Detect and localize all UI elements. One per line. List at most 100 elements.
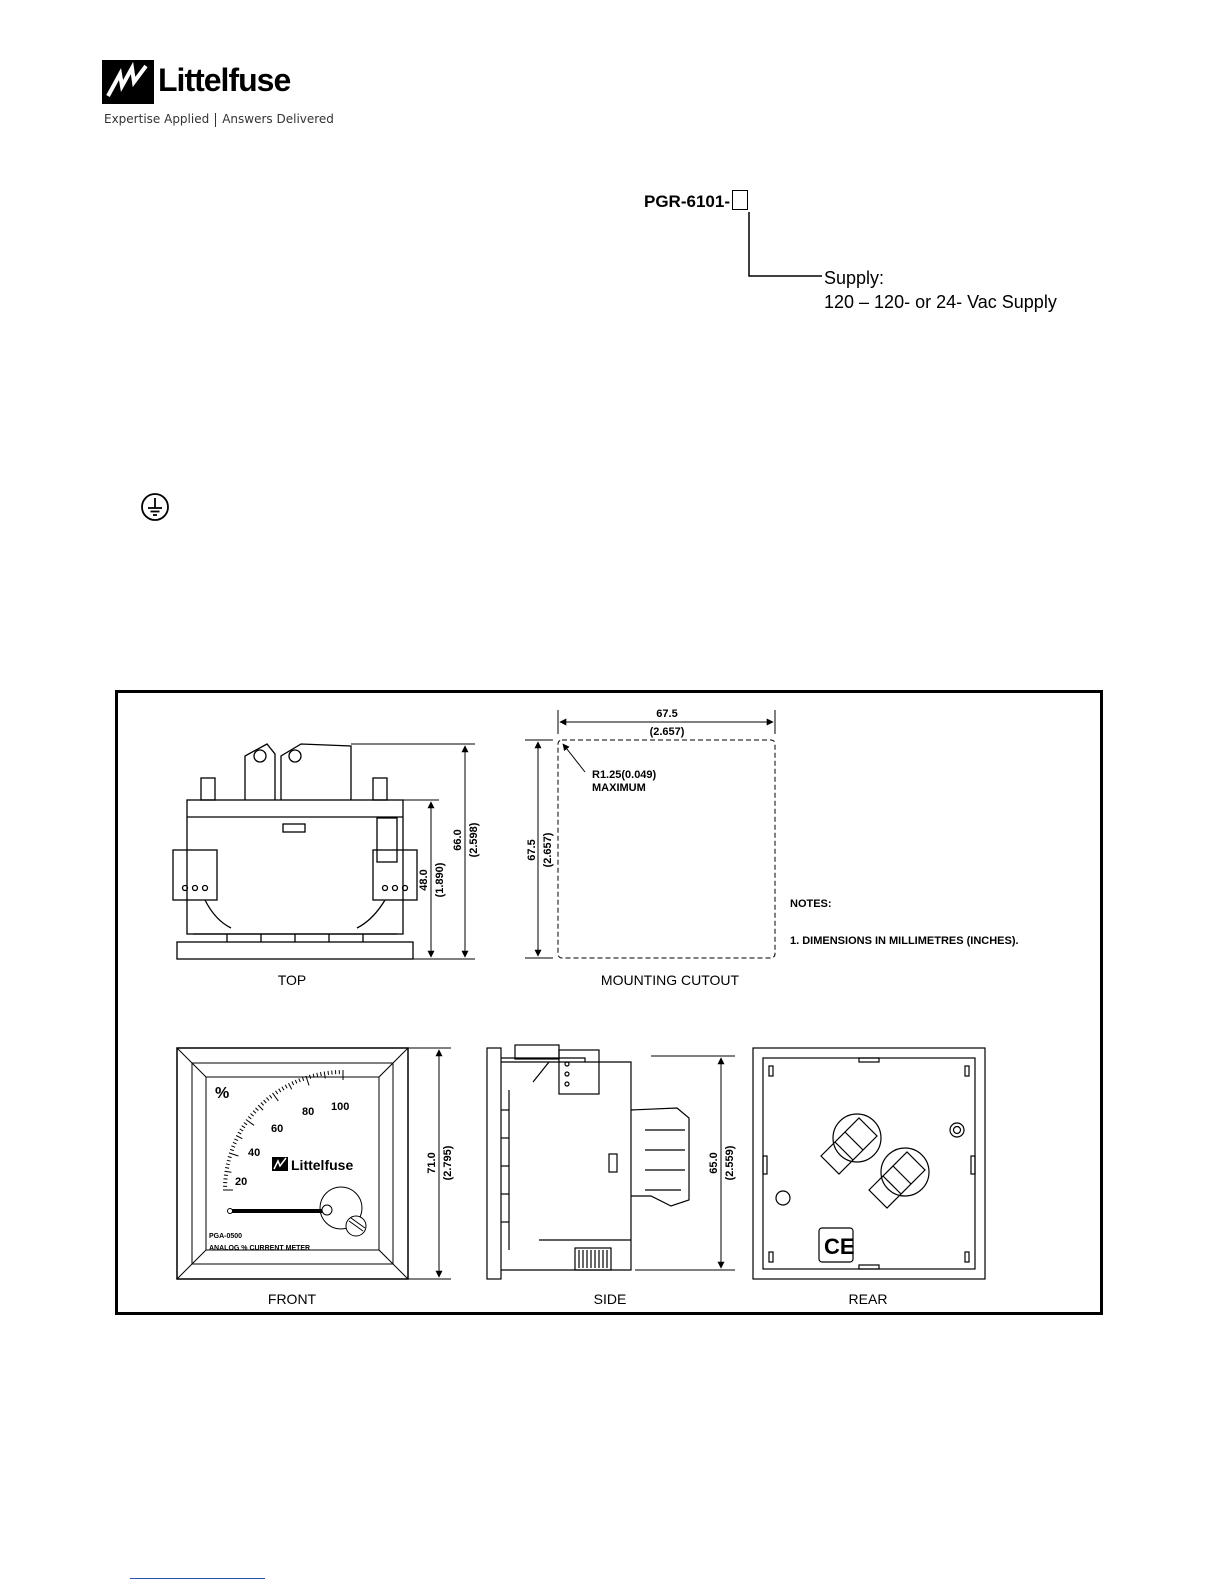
meter-brand: Littelfuse [291,1157,353,1173]
tagline-left: Expertise Applied [104,112,210,126]
scale-tick [231,1145,236,1148]
scale-tick [223,1174,228,1176]
note-1: 1. DIMENSIONS IN MILLIMETRES (INCHES). [790,935,1019,947]
meter-brand-icon [272,1157,288,1171]
scale-tick [288,1082,293,1090]
option-box [731,190,748,210]
label-mounting-cutout: MOUNTING CUTOUT [601,972,740,988]
notes-title: NOTES: [790,898,832,910]
top-height-mm: 48.0 [418,869,430,890]
dimension-drawing: 48.0 (1.890) 66.0 (2.598) TOP 67.5 (2.65… [115,690,1103,1315]
scale-tick [269,1094,273,1099]
supply-callout: Supply: 120 – 120- or 24- Vac Supply [824,266,1057,314]
label-side: SIDE [594,1291,627,1307]
scale-tick [284,1084,288,1089]
top-view [172,743,418,960]
cutout-height-mm: 67.5 [526,839,538,860]
zero-adjust-dial [319,1186,363,1230]
scale-20: 20 [235,1176,247,1188]
side-view [486,1044,690,1280]
scale-80: 80 [302,1106,314,1118]
scale-tick [225,1163,230,1166]
brand-name: Littelfuse [158,62,291,98]
scale-tick [312,1073,315,1078]
front-view [176,1047,409,1280]
meter-scale-ticks [223,1070,344,1191]
scale-tick [250,1113,254,1117]
scale-tick [327,1070,329,1075]
scale-tick [320,1072,322,1077]
mounting-cutout [525,710,776,959]
scale-40: 40 [248,1147,260,1159]
scale-tick [272,1092,279,1102]
littelfuse-logo-icon [102,60,154,104]
top-overall-mm: 66.0 [452,829,464,850]
top-dimensions [351,743,475,960]
scale-tick [234,1138,239,1142]
side-height-in: (2.559) [724,1145,736,1180]
scale-tick [301,1076,305,1082]
front-height-mm: 71.0 [426,1152,438,1173]
part-number: PGR-6101- [644,190,748,212]
cutout-width-in: (2.657) [650,726,685,738]
scale-tick [226,1159,231,1162]
scale-tick [241,1125,246,1129]
scale-tick [235,1135,243,1140]
scale-tick [232,1141,237,1145]
scale-tick [309,1074,312,1079]
top-height-in: (1.890) [434,862,446,897]
supply-option: 120 – 120- or 24- Vac Supply [824,292,1057,312]
scale-tick [243,1122,248,1126]
footer-link-underline [130,1578,265,1579]
callout-leader [748,212,822,277]
front-height-in: (2.795) [442,1145,454,1180]
scale-tick [305,1075,310,1086]
scale-tick [247,1116,252,1120]
brand-tagline: Expertise Applied Answers Delivered [104,112,334,127]
scale-tick [294,1079,298,1084]
scale-tick [257,1104,264,1111]
side-dimensions [635,1055,735,1271]
ground-icon [141,493,169,521]
meter-model: PGA-0500 [209,1233,242,1240]
scale-tick [228,1152,239,1157]
scale-tick [229,1148,235,1152]
scale-tick [266,1097,270,1101]
scale-tick [245,1119,255,1126]
scale-tick [298,1078,301,1083]
scale-tick [278,1088,282,1093]
label-rear: REAR [849,1291,888,1307]
scale-tick [224,1170,232,1173]
cutout-height-in: (2.657) [542,832,554,867]
scale-tick [281,1086,285,1091]
scale-tick [237,1131,242,1135]
scale-tick [323,1071,326,1079]
scale-tick [275,1090,279,1095]
part-number-text: PGR-6101- [644,192,730,211]
rear-view [752,1047,986,1280]
scale-100: 100 [331,1101,349,1113]
top-overall-in: (2.598) [468,822,480,857]
meter-unit: % [215,1085,229,1102]
side-height-mm: 65.0 [708,1152,720,1173]
tagline-right: Answers Delivered [222,112,334,126]
scale-tick [316,1072,319,1077]
front-dimensions [408,1047,451,1280]
scale-tick [227,1156,232,1159]
scale-tick [255,1107,259,1111]
supply-label: Supply: [824,268,885,288]
scale-tick [239,1128,244,1132]
drawing-frame [115,690,1103,1315]
cutout-radius-note: MAXIMUM [592,782,646,794]
scale-tick [225,1167,230,1169]
cutout-width-mm: 67.5 [656,708,677,720]
scale-tick [263,1099,267,1104]
scale-tick [252,1110,257,1114]
cutout-radius: R1.25(0.049) [592,769,657,781]
label-front: FRONT [268,1291,317,1307]
scale-tick [291,1081,295,1086]
littelfuse-logo: Littelfuse Expertise Applied Answers Deli… [100,58,334,128]
meter-description: ANALOG % CURRENT METER [209,1245,310,1252]
scale-60: 60 [271,1123,283,1135]
scale-tick [260,1102,264,1106]
